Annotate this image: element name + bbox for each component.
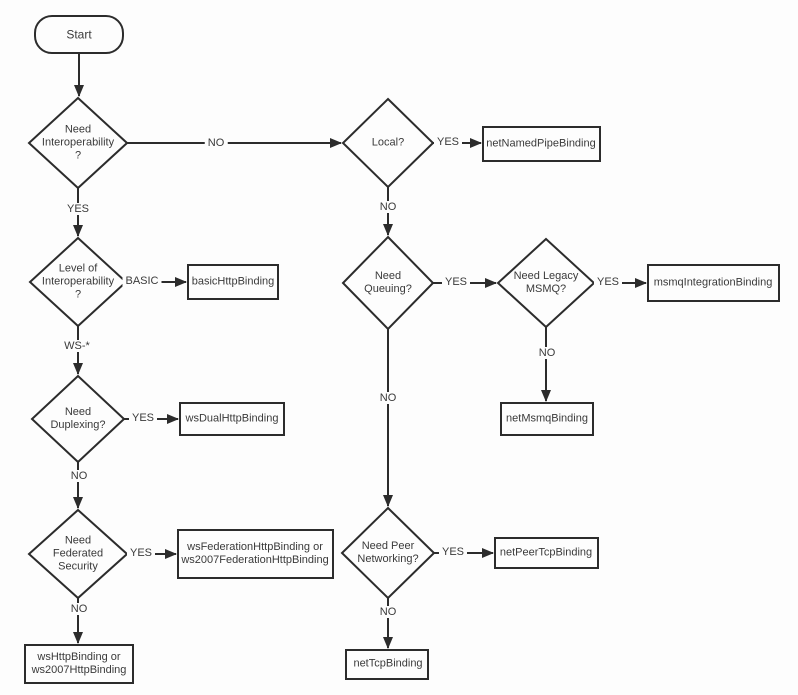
need-queuing-label: Need Queuing? xyxy=(364,270,412,295)
basic-http-binding-label: basicHttpBinding xyxy=(191,275,275,288)
edge-label-level-basic: BASIC xyxy=(122,275,162,287)
ws-federation-http-binding-box xyxy=(177,529,334,579)
edge-label-federated-no: NO xyxy=(67,603,91,615)
net-msmq-binding-box xyxy=(500,402,594,436)
net-msmq-binding-label: netMsmqBinding xyxy=(506,412,588,425)
ws-federation-http-binding-label: wsFederationHttpBinding or ws2007Federat… xyxy=(181,541,329,566)
msmq-integration-binding-label: msmqIntegrationBinding xyxy=(653,276,773,289)
edge-label-local-yes: YES xyxy=(433,136,463,148)
need-legacy-msmq-label: Need Legacy MSMQ? xyxy=(513,270,579,295)
edge-label-local-no: NO xyxy=(376,201,400,213)
ws-dual-http-binding-box xyxy=(179,402,285,436)
edge-label-queuing-no: NO xyxy=(376,392,400,404)
need-duplexing-label: Need Duplexing? xyxy=(50,406,106,431)
net-named-pipe-binding-label: netNamedPipeBinding xyxy=(486,137,596,150)
basic-http-binding-box xyxy=(187,264,279,300)
net-peer-tcp-binding-box xyxy=(494,537,599,569)
edge-label-duplex-no: NO xyxy=(67,470,91,482)
need-peer-networking-label: Need Peer Networking? xyxy=(357,540,419,565)
edge-label-federated-yes: YES xyxy=(126,547,156,559)
edge-label-interop-yes: YES xyxy=(63,203,93,215)
ws-dual-http-binding-label: wsDualHttpBinding xyxy=(185,412,279,425)
start-node-label: Start xyxy=(66,27,92,42)
net-peer-tcp-binding-label: netPeerTcpBinding xyxy=(499,546,593,559)
net-named-pipe-binding-box xyxy=(482,126,601,162)
net-tcp-binding-box xyxy=(345,649,429,680)
edge-label-level-ws-star: WS-* xyxy=(61,340,93,352)
net-tcp-binding-label: netTcpBinding xyxy=(353,657,423,670)
need-interoperability-label: Need Interoperability ? xyxy=(41,123,115,162)
edge-label-peer-no: NO xyxy=(376,606,400,618)
local-label: Local? xyxy=(371,136,405,149)
ws-http-binding-box xyxy=(24,644,134,684)
level-of-interoperability-label: Level of Interoperability ? xyxy=(41,262,115,301)
edge-label-interop-no: NO xyxy=(204,137,228,149)
edge-label-peer-yes: YES xyxy=(438,546,468,558)
edge-label-legacy-no: NO xyxy=(535,347,559,359)
edge-label-queuing-yes: YES xyxy=(441,276,471,288)
edge-label-legacy-yes: YES xyxy=(593,276,623,288)
edge-label-duplex-yes: YES xyxy=(128,412,158,424)
msmq-integration-binding-box xyxy=(647,264,780,302)
need-federated-security-label: Need Federated Security xyxy=(52,534,104,573)
ws-http-binding-label: wsHttpBinding or ws2007HttpBinding xyxy=(31,651,127,676)
